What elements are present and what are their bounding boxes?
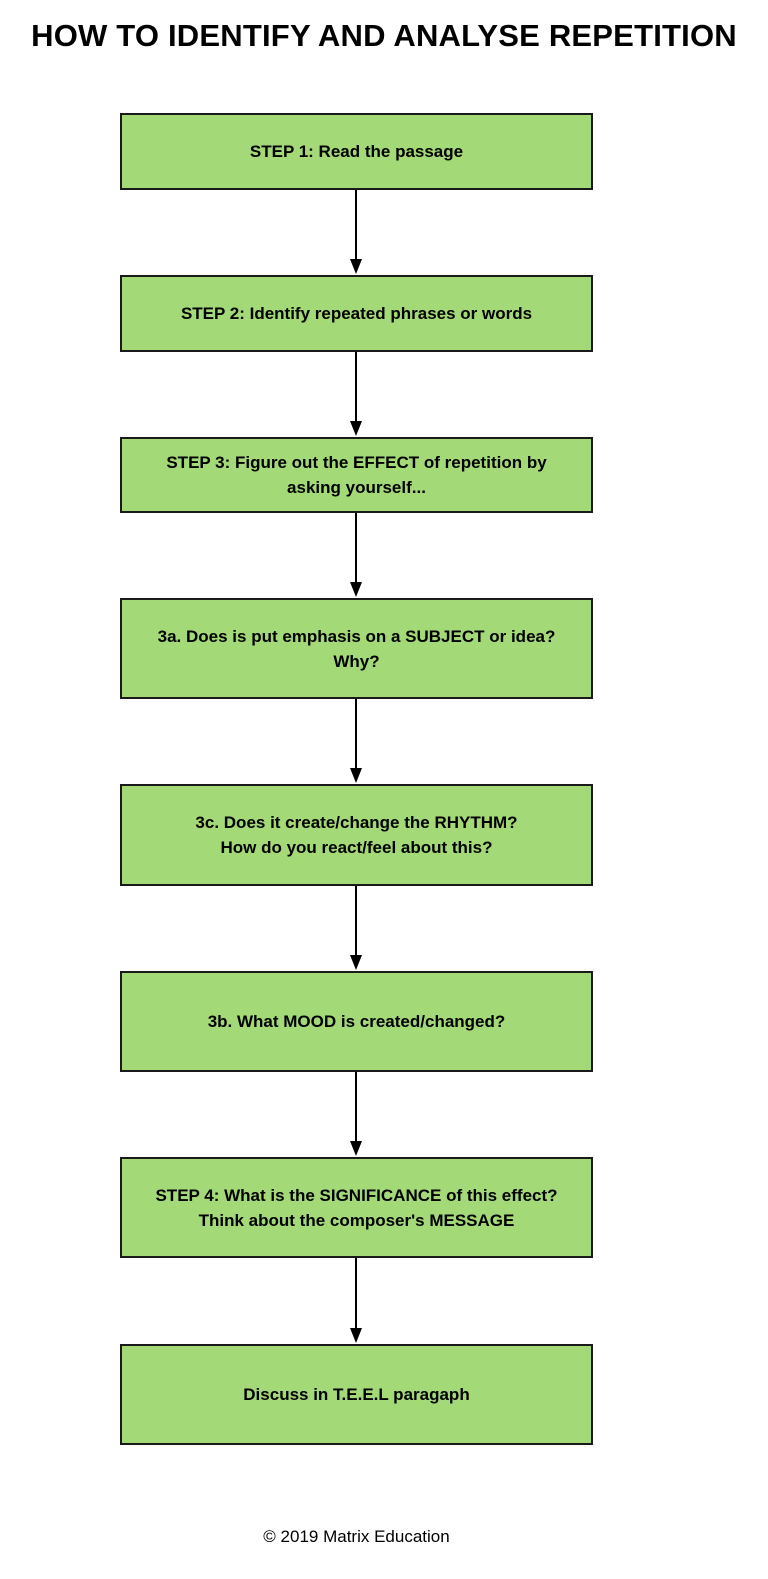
step-3c-line-1: 3c. Does it create/change the RHYTHM? bbox=[195, 813, 518, 832]
step-3a-box: 3a. Does is put emphasis on a SUBJECT or… bbox=[120, 598, 593, 699]
step-1-box: STEP 1: Read the passage bbox=[120, 113, 593, 190]
step-2-line-1: STEP 2: Identify repeated phrases or wor… bbox=[180, 304, 533, 323]
flow-arrow-5 bbox=[350, 886, 362, 970]
flow-arrow-1 bbox=[350, 190, 362, 274]
step-3-box: STEP 3: Figure out the EFFECT of repetit… bbox=[120, 437, 593, 513]
flow-arrow-2 bbox=[350, 352, 362, 436]
flow-arrow-4 bbox=[350, 699, 362, 783]
flow-arrow-3 bbox=[350, 513, 362, 597]
step-5-line-1: Discuss in T.E.E.L paragaph bbox=[243, 1385, 470, 1404]
step-3a-line-2: Why? bbox=[333, 651, 380, 671]
step-3c-box: 3c. Does it create/change the RHYTHM? Ho… bbox=[120, 784, 593, 886]
step-3a-line-1: 3a. Does is put emphasis on a SUBJECT or… bbox=[157, 626, 556, 646]
step-2-box: STEP 2: Identify repeated phrases or wor… bbox=[120, 275, 593, 352]
flow-arrow-7 bbox=[350, 1258, 362, 1343]
step-5-box: Discuss in T.E.E.L paragaph bbox=[120, 1344, 593, 1445]
step-3c-line-2: How do you react/feel about this? bbox=[220, 838, 493, 857]
step-4-box: STEP 4: What is the SIGNIFICANCE of this… bbox=[120, 1157, 593, 1258]
step-3b-box: 3b. What MOOD is created/changed? bbox=[120, 971, 593, 1072]
step-3-line-2: asking yourself... bbox=[287, 478, 426, 497]
step-4-line-2: Think about the composer's MESSAGE bbox=[198, 1210, 515, 1230]
step-1-line-1: STEP 1: Read the passage bbox=[249, 142, 464, 161]
step-4-line-1: STEP 4: What is the SIGNIFICANCE of this… bbox=[155, 1185, 558, 1205]
step-3-line-1: STEP 3: Figure out the EFFECT of repetit… bbox=[166, 453, 547, 472]
copyright-footer: © 2019 Matrix Education bbox=[263, 1527, 450, 1546]
step-3b-line-1: 3b. What MOOD is created/changed? bbox=[207, 1012, 506, 1031]
flow-arrow-6 bbox=[350, 1072, 362, 1156]
page-title: HOW TO IDENTIFY AND ANALYSE REPETITION bbox=[31, 18, 737, 53]
